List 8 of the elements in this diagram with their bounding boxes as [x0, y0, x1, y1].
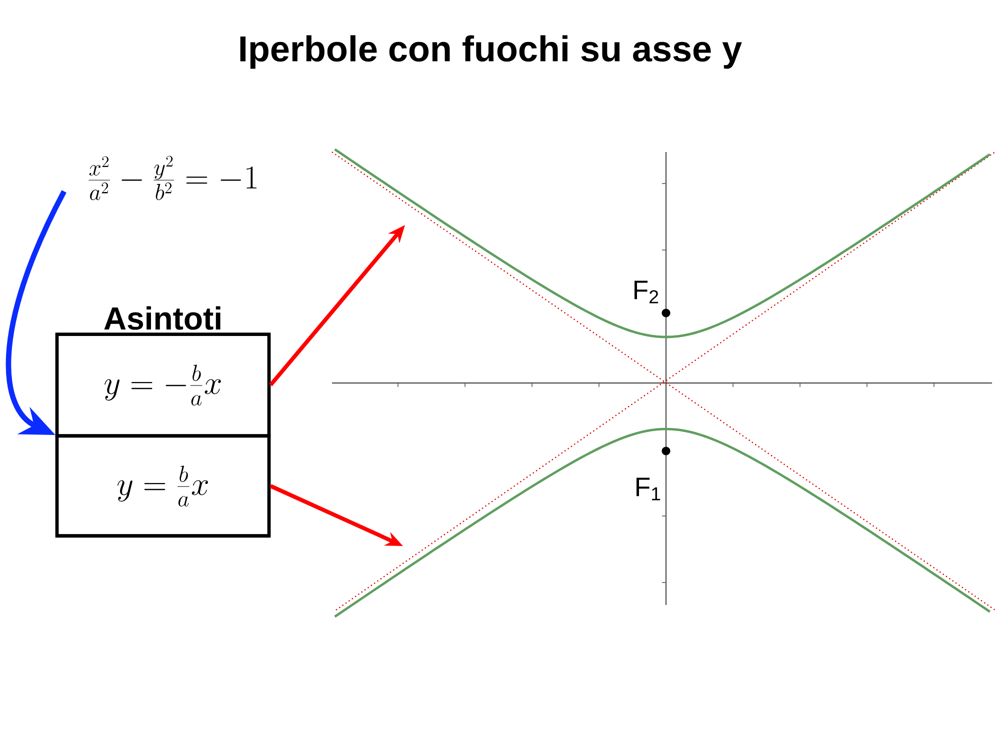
formula-cell: $y = \frac{b}{a}x$ — [55, 434, 271, 538]
node-label: Asintoti — [104, 306, 220, 330]
focus-label: F$_{2}$ — [634, 280, 658, 304]
focus-label: F$_{1}$ — [636, 478, 660, 500]
arrow — [6, 190, 66, 435]
title: Iperbole con fuochi su asse y — [240, 35, 742, 69]
formula-cell: $y = -\frac{b}{a}x$ — [55, 332, 271, 438]
equation: $\frac{x^2}{a^2} - \frac{y^2}{b^2} = -1$ — [88, 156, 256, 200]
